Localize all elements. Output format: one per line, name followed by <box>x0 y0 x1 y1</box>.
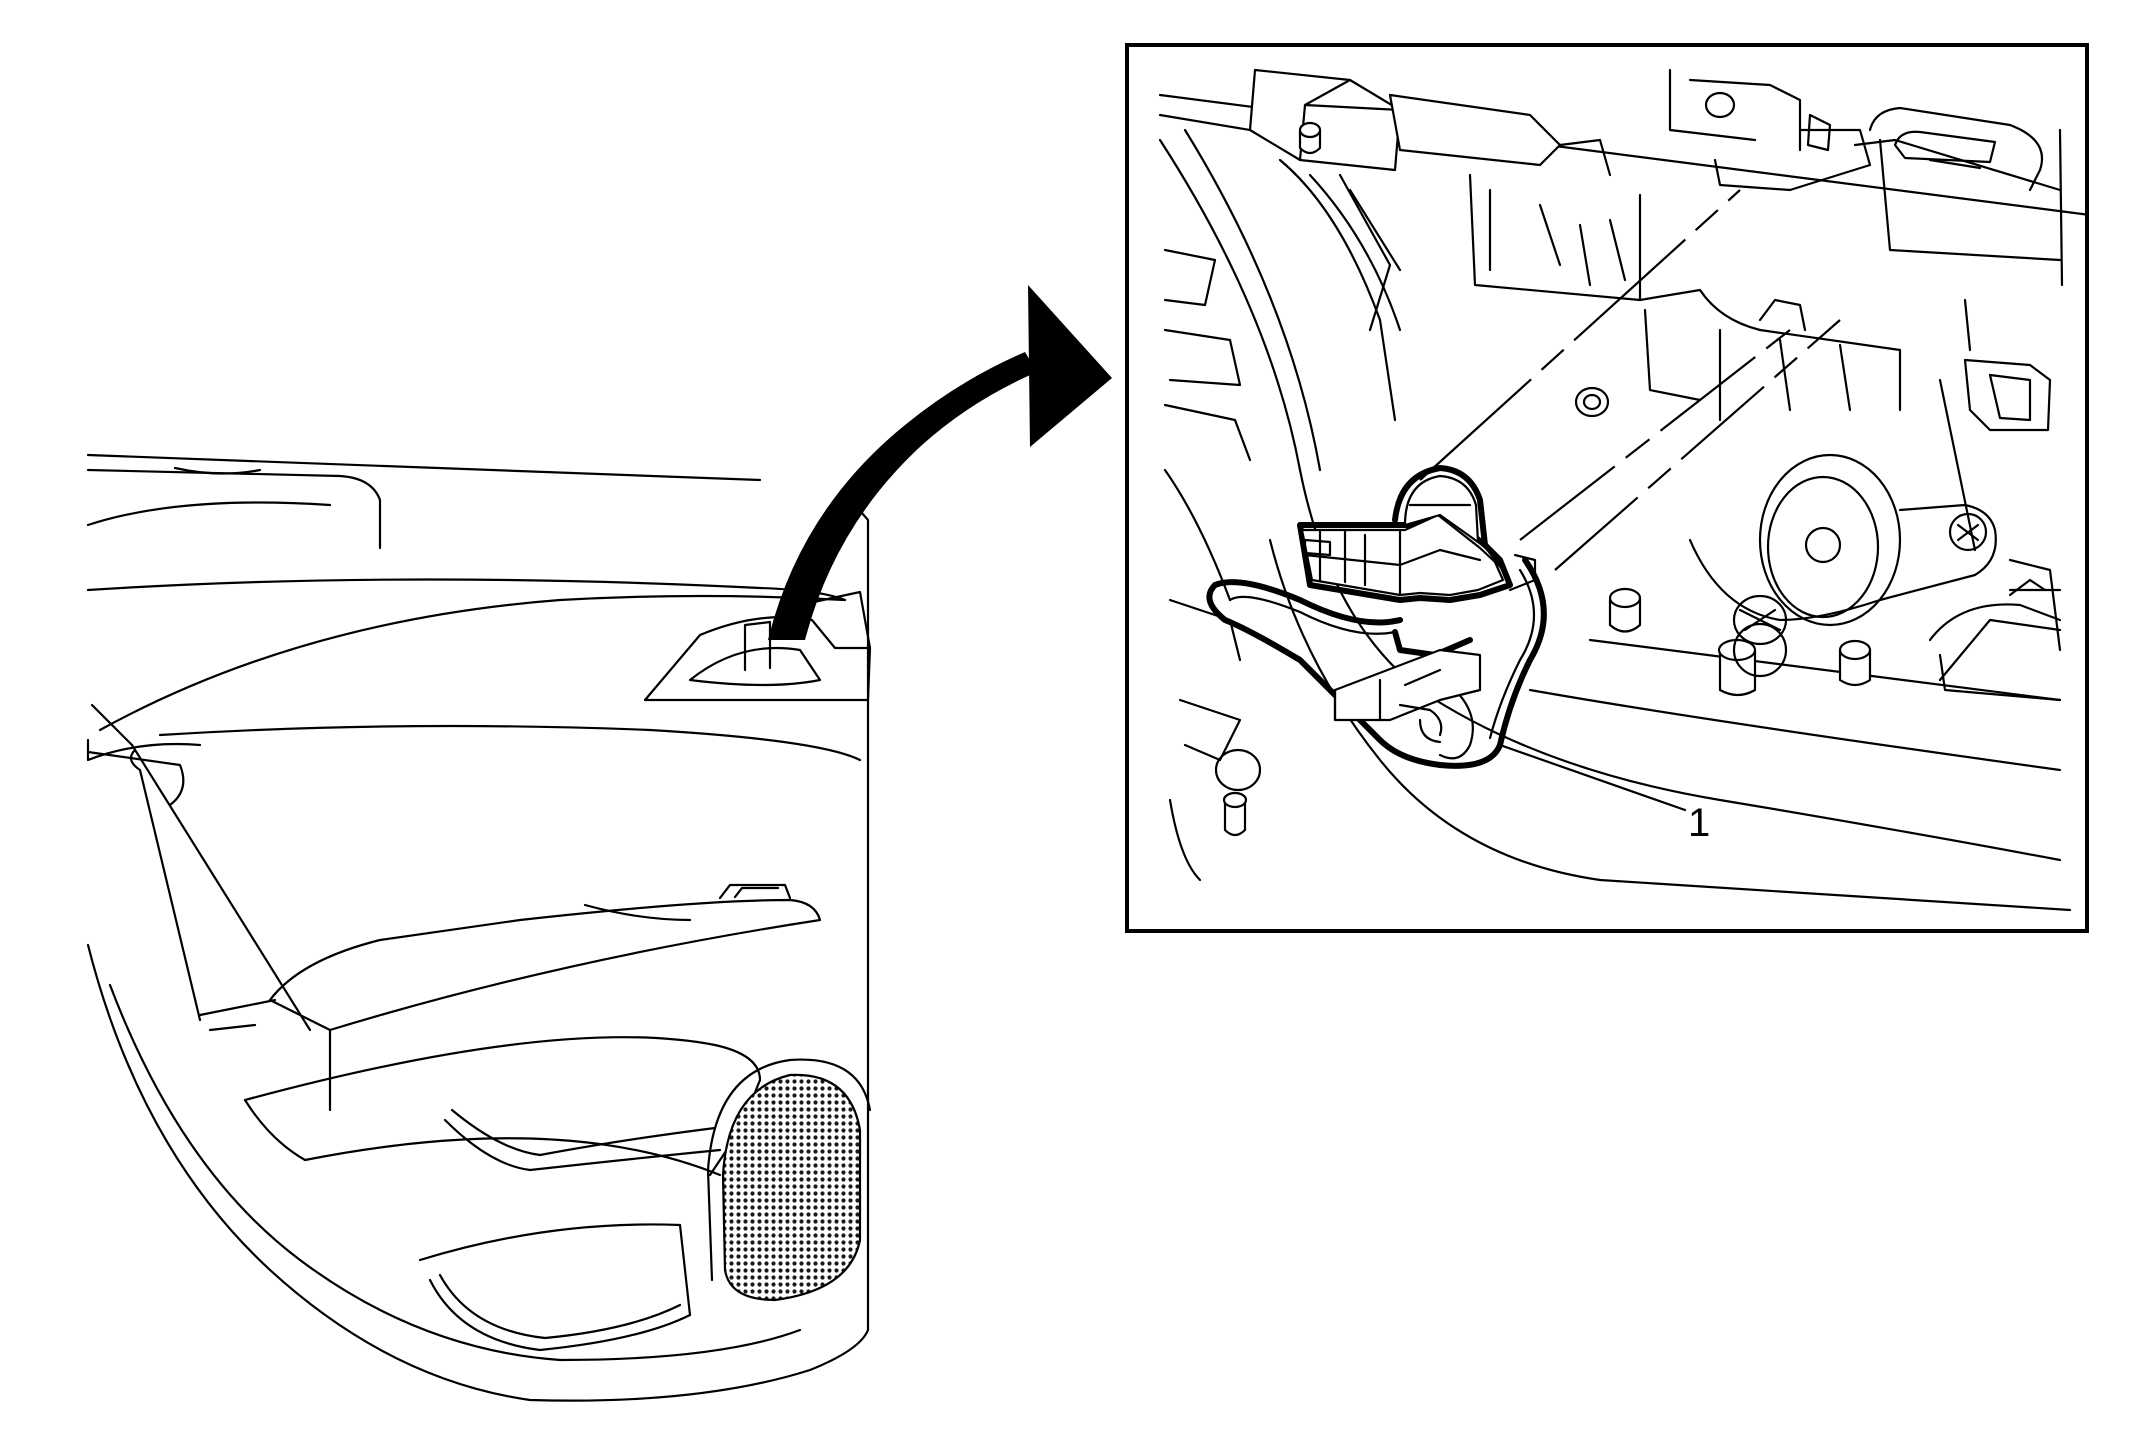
callout-label-1: 1 <box>1688 801 1710 845</box>
speaker-mount-boss <box>1688 453 1997 627</box>
window-switch <box>718 883 792 900</box>
door-pocket <box>243 1036 762 1352</box>
armrest <box>198 883 822 1112</box>
wiring-harness-connector <box>1206 189 1841 769</box>
speaker-grille <box>706 1058 872 1302</box>
detail-view: 1 <box>1125 43 2089 933</box>
detail-view-border <box>1125 43 2089 933</box>
door-trim-panel <box>86 453 872 1402</box>
curved-arrow-icon <box>768 352 1037 640</box>
arrow-head <box>1028 285 1112 447</box>
mounting-posts <box>1214 121 1872 837</box>
callout-1-leader <box>1498 743 1687 812</box>
